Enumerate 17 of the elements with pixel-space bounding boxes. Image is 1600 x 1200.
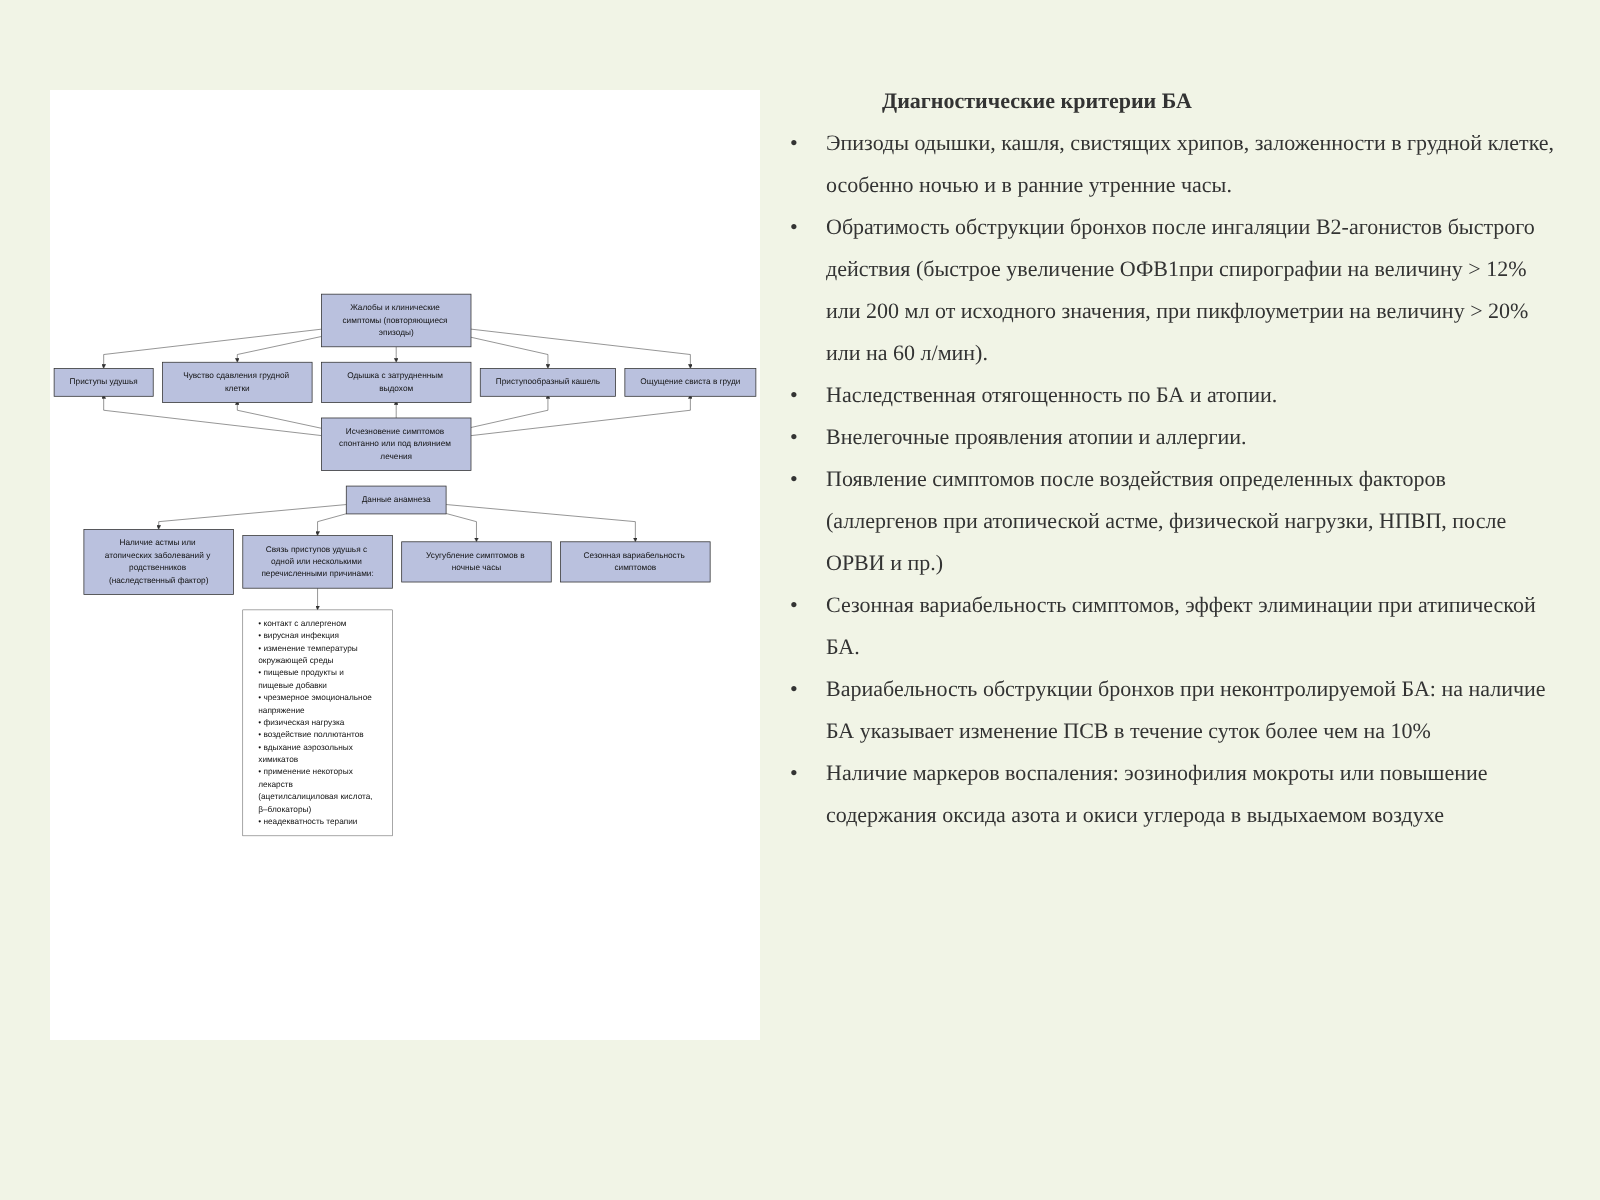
criterion-text: Обратимость обструкции бронхов после ингаляции В2-агонистов быстрого действия (быстрое увеличение ОФВ1при спирографии на величину > 12% или 200 мл от исходного значения, при пикфлоуметрии на величину > 20% или на 60 л/мин). xyxy=(826,214,1537,370)
bullet-mark: • xyxy=(790,382,800,412)
criterion-text: Наличие маркеров воспаления: эозинофилия мокроты или повышение содержания оксида азота и окиси углерода в выдыхаемом воздухе xyxy=(826,760,1490,832)
criterion-text: Вариабельность обструкции бронхов при неконтролируемой БА: на наличие БА указывает изменение ПСВ в течение суток более чем на 10% xyxy=(826,676,1548,748)
bullet-mark: • xyxy=(790,760,800,790)
bullet-mark: • xyxy=(790,466,800,496)
criterion-text: Внелегочные проявления атопии и аллергии. xyxy=(826,424,1249,454)
bullet-mark: • xyxy=(790,130,800,160)
slide-title: Диагностические критерии БА xyxy=(882,88,1194,118)
criterion-text: Сезонная вариабельность симптомов, эффект элиминации при атипической БА. xyxy=(826,592,1538,664)
bullet-mark: • xyxy=(790,214,800,244)
criterion-text: Появление симптомов после воздействия определенных факторов (аллергенов при атопической астме, физической нагрузки, НПВП, после ОРВИ и пр.) xyxy=(826,466,1509,580)
criterion-text: Наследственная отягощенность по БА и атопии. xyxy=(826,382,1280,412)
bullet-mark: • xyxy=(790,424,800,454)
criterion-text: Эпизоды одышки, кашля, свистящих хрипов, заложенности в грудной клетке, особенно ночью и в ранние утренние часы. xyxy=(826,130,1557,202)
bullet-mark: • xyxy=(790,592,800,622)
bullet-mark: • xyxy=(790,676,800,706)
